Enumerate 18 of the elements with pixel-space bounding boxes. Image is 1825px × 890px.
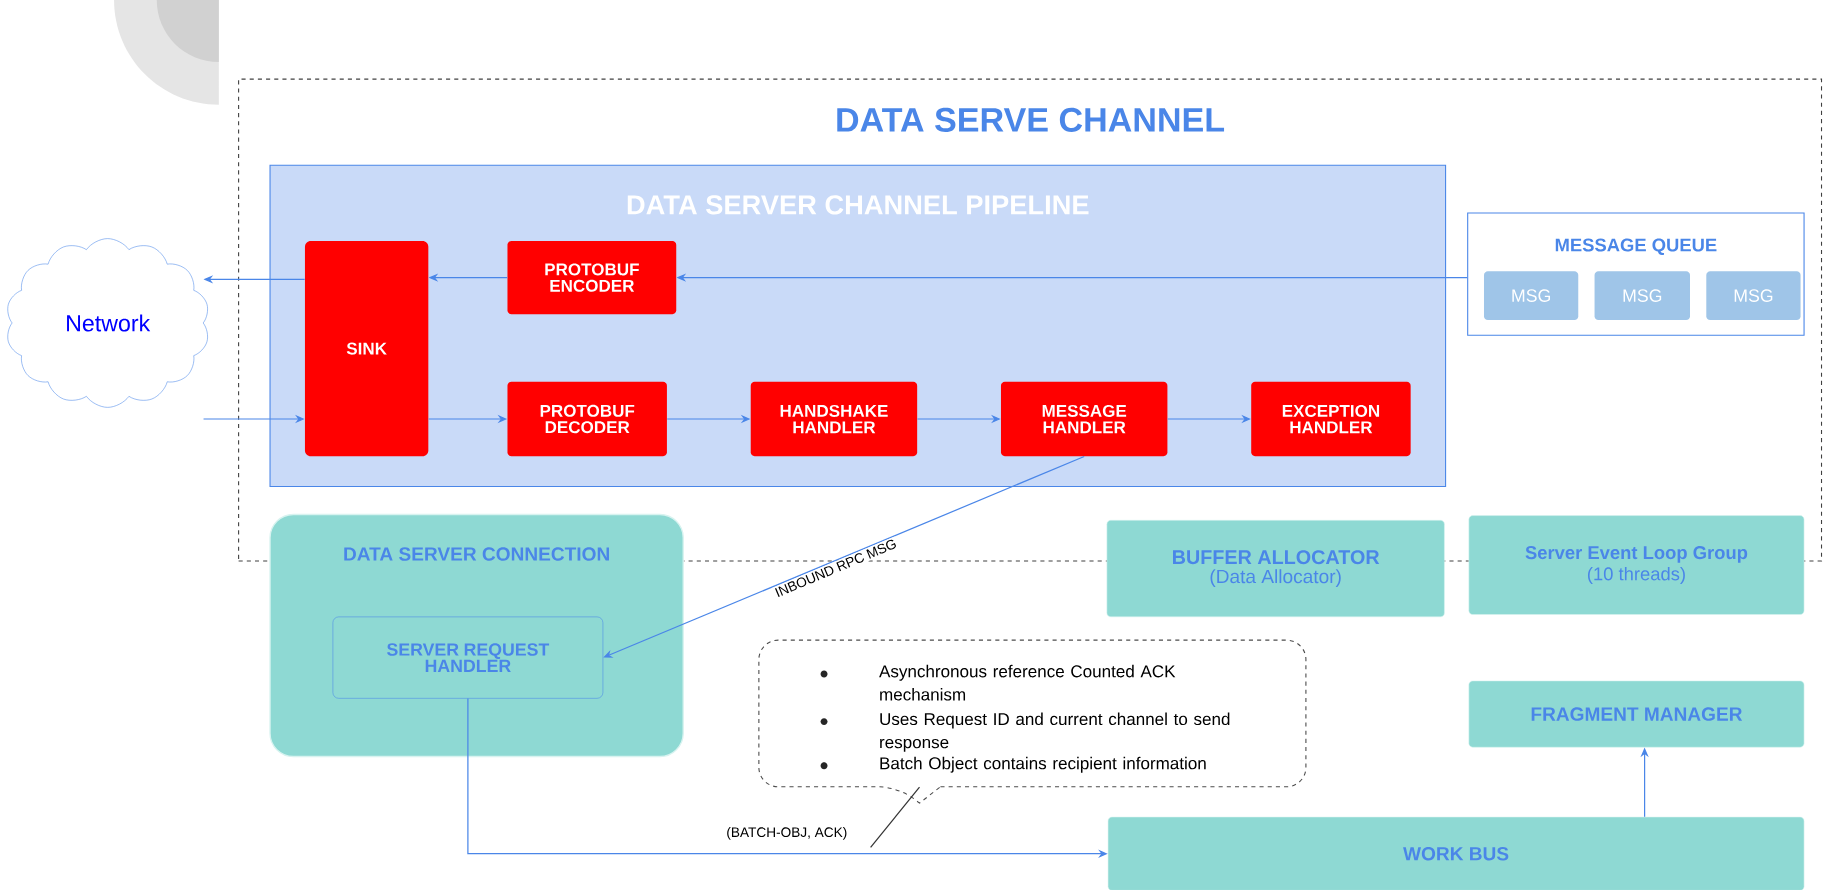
process-box: MESSAGE HANDLER (1000, 381, 1168, 457)
handler-box: SERVER REQUEST HANDLER (332, 616, 604, 699)
callout: Asynchronous reference Counted ACK mechanism Uses Request ID and current channel to send response Batch Object contains recipient information (758, 639, 1307, 804)
event-loop-box: Server Event Loop Group (10 threads) (1468, 515, 1805, 615)
allocator-box: BUFFER ALLOCATOR (Data Allocator) (1106, 519, 1445, 617)
message-box: MSG (1484, 271, 1579, 320)
network-cloud: Network (7, 238, 208, 408)
process-box: PROTOBUF DECODER (507, 381, 667, 457)
leader-line (870, 786, 921, 848)
process-box: HANDSHAKE HANDLER (750, 381, 918, 457)
message-box: MSG (1594, 271, 1690, 320)
manager-box: FRAGMENT MANAGER (1468, 680, 1805, 748)
process-box: SINK (304, 240, 429, 457)
message-box: MSG (1706, 271, 1801, 320)
process-box: PROTOBUF ENCODER (507, 240, 677, 315)
bus-box: WORK BUS (1107, 816, 1805, 890)
process-box: EXCEPTION HANDLER (1251, 381, 1411, 457)
edge-label: (BATCH-OBJ, ACK) (724, 825, 849, 841)
